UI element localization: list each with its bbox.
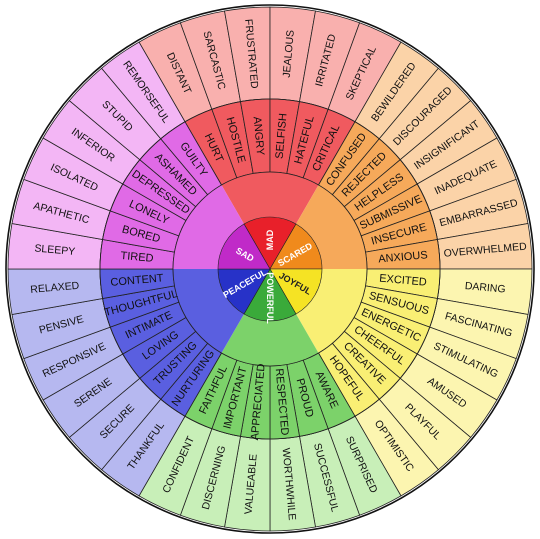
outer-label-sleepy: SLEEPY [34,242,76,258]
middle-label-angry: ANGRY [251,116,266,156]
wheel-sectors [5,4,535,534]
ring-line [99,98,441,440]
outer-label-valueable: VALUEABLE [243,454,260,515]
middle-label-tired: TIRED [120,250,154,265]
middle-label-excited: EXCITED [379,273,428,289]
ring-line [172,171,368,367]
middle-label-selfish: SELFISH [274,113,290,160]
core-scared [269,223,323,270]
outer-label-daring: DARING [464,280,506,296]
core-joyful [269,268,323,315]
outer-label-jealous: JEALOUS [281,29,297,78]
core-peaceful [217,268,271,315]
band-scared [296,184,367,269]
middle-label-respected: RESPECTED [273,368,291,436]
core-label-mad: MAD [265,229,275,250]
band-powerful [221,314,319,366]
core-mad [243,216,297,270]
core-label-powerful: POWERFUL [265,272,275,324]
band-sad [173,184,244,269]
band-joyful [296,269,367,354]
outer-label-relaxed: RELAXED [30,280,80,296]
middle-label-anxious: ANXIOUS [378,249,428,265]
core-powerful [243,268,297,322]
middle-label-content: CONTENT [110,272,164,289]
band-peaceful [173,269,244,354]
core-sad [217,223,271,270]
band-mad [221,171,319,224]
